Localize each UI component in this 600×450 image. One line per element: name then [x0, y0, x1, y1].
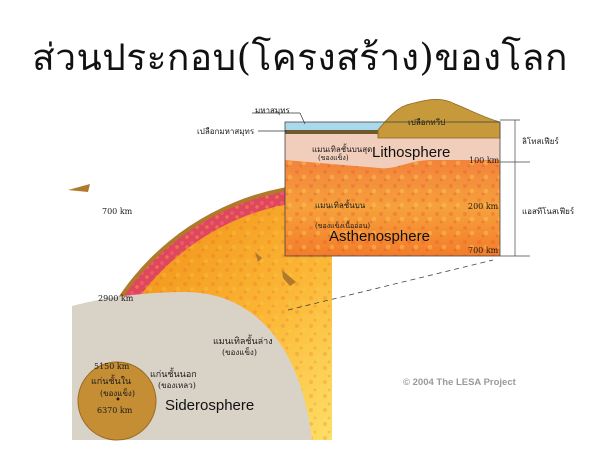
depth-700-label: 700 km — [468, 246, 499, 255]
ocean-label: มหาสมุทร — [255, 106, 290, 115]
lithosphere-block — [284, 99, 501, 257]
asthenosphere-label: Asthenosphere — [329, 228, 430, 245]
depth-100-label: 100 km — [469, 156, 500, 165]
depth-200-label: 200 km — [468, 202, 499, 211]
inner-core-note: (ของแข็ง) — [100, 389, 135, 398]
earth-depth-5150: 5150 km — [94, 362, 130, 371]
earth-depth-2900: 2900 km — [98, 294, 134, 303]
outer-core-note: (ของเหลว) — [158, 381, 196, 390]
continent-bump — [282, 270, 296, 286]
continental-crust-label: เปลือกทวีป — [408, 118, 446, 127]
inner-core — [77, 361, 157, 441]
earth-depth-700: 700 km — [102, 207, 133, 216]
lower-mantle-label: แมนเทิลชั้นล่าง — [213, 337, 273, 347]
lower-mantle-note: (ของแข็ง) — [222, 348, 257, 357]
asthenosphere-side-label: แอสทีโนสเฟียร์ — [522, 207, 575, 216]
ocean-layer — [285, 122, 385, 132]
outer-core-label: แก่นชั้นนอก — [150, 370, 197, 380]
lithosphere-side-label: ลิโทสเฟียร์ — [522, 137, 559, 146]
upper-mantle-solid-label: แมนเทิลชั้นบนสุด — [312, 145, 373, 154]
earth-depth-6370: 6370 km — [97, 406, 133, 415]
siderosphere-label: Siderosphere — [165, 397, 255, 414]
lithosphere-solid-note: (ของแข็ง) — [318, 154, 349, 162]
zoom-connector — [287, 259, 494, 311]
copyright-notice: © 2004 The LESA Project — [403, 377, 516, 388]
page-title: ส่วนประกอบ(โครงสร้าง)ของโลก — [32, 36, 568, 79]
earth-center-dot: • — [115, 395, 121, 406]
asthenosphere-note: (ของแข็งเนื้ออ่อน) — [315, 222, 371, 230]
continental-crust — [377, 99, 501, 139]
depth-brackets — [500, 119, 530, 257]
lithosphere-layer — [285, 134, 500, 169]
inner-core-label: แก่นชั้นใน — [91, 377, 132, 387]
oceanic-crust-label: เปลือกมหาสมุทร — [197, 127, 255, 136]
lithosphere-label: Lithosphere — [372, 144, 451, 161]
upper-mantle-label: แมนเทิลชั้นบน — [315, 201, 366, 210]
